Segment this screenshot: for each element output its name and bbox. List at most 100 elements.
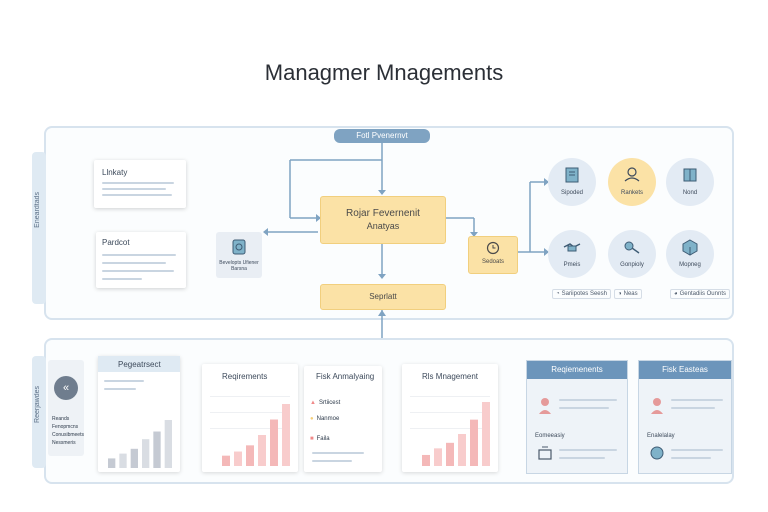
chart-bar <box>482 402 490 466</box>
blue-card-1[interactable]: Reqiemenents Eomeeasiy <box>526 360 628 474</box>
risk-item-3: ■Faila <box>310 436 330 442</box>
gridline <box>210 412 290 413</box>
nav-item: Nessmeris <box>52 440 76 446</box>
top-panel-header-pill[interactable]: Fotl Pvenernvt <box>334 129 430 143</box>
top-panel-sidebar: Eneardtads <box>32 152 46 304</box>
support-bar-label: Seprlatt <box>369 292 397 301</box>
chart-card-1[interactable]: Pegeatrsect <box>98 356 180 472</box>
cube-icon <box>682 239 698 256</box>
blue-card-2-title: Fisk Easteas <box>639 361 731 379</box>
risk-item-label: Faila <box>316 436 330 442</box>
chart-bar <box>258 435 266 466</box>
chart-bar <box>246 445 254 466</box>
book-icon <box>683 168 697 182</box>
circle-node-6[interactable]: Mopneg <box>666 230 714 278</box>
chart-bar <box>458 434 466 466</box>
risk-card-title: Fisk Anmalyaing <box>316 372 375 381</box>
mini-label-2: ◑Neas <box>614 289 642 299</box>
side-box-label: Sedoats <box>481 259 505 265</box>
text-line <box>559 457 605 459</box>
gridline <box>410 396 490 397</box>
back-chevron-icon[interactable]: « <box>54 376 78 400</box>
info-card-2[interactable]: Pardcot <box>96 232 186 288</box>
circle-node-3[interactable]: Nond <box>666 158 714 206</box>
blue-card-2-sub: Enalelalay <box>647 433 675 439</box>
circle-node-2[interactable]: Rankets <box>608 158 656 206</box>
text-line <box>671 399 723 401</box>
person-icon <box>651 398 663 414</box>
chart-bar <box>153 431 161 468</box>
info-card-1-title: Llnkaty <box>102 168 128 177</box>
gridline <box>210 428 290 429</box>
chart-1-svg <box>108 420 172 468</box>
text-line <box>559 407 609 409</box>
center-box-line2: Anatyas <box>366 221 400 231</box>
center-analysis-box[interactable]: Rojar Fevernenit Anatyas <box>320 196 446 244</box>
nav-item: Fenopmcns <box>52 424 79 430</box>
gridline <box>210 396 290 397</box>
hands-icon <box>624 167 640 182</box>
gridline <box>410 412 490 413</box>
text-line <box>312 452 364 454</box>
gauge-icon: ◑ <box>618 291 622 297</box>
side-status-box[interactable]: Sedoats <box>468 236 518 274</box>
text-line <box>312 460 352 462</box>
nav-card[interactable]: « Reands Fenopmcns Conusibmeets Nessmeri… <box>48 360 84 456</box>
mini-label-text: Sariipotes Seesh <box>561 291 607 297</box>
warning-icon: ▲ <box>310 400 316 406</box>
circle-label: Rankets <box>620 190 643 196</box>
text-line <box>102 182 174 184</box>
mini-label-text: Gentadiis Ounnts <box>679 291 726 297</box>
chart-bar <box>434 448 442 466</box>
chart-bar <box>142 439 150 468</box>
dot-icon: ● <box>310 416 314 422</box>
circle-node-4[interactable]: Pmeis <box>548 230 596 278</box>
shield-icon <box>650 446 664 460</box>
text-line <box>671 457 711 459</box>
support-bar[interactable]: Seprlatt <box>320 284 446 310</box>
handshake-icon <box>563 243 581 252</box>
circle-label: Mopneg <box>679 262 701 268</box>
mini-label-1: ◔Sariipotes Seesh <box>552 289 611 299</box>
clock-icon <box>486 241 500 255</box>
chart-1-title: Pegeatrsect <box>118 360 161 369</box>
chart-card-1-header <box>98 356 180 372</box>
circle-label: Sipoded <box>560 190 584 196</box>
tablet-icon <box>232 239 246 255</box>
circle-node-1[interactable]: Sipoded <box>548 158 596 206</box>
chart-card-2[interactable]: Reqirements <box>202 364 298 472</box>
info-card-2-title: Pardcot <box>102 238 130 247</box>
circle-node-5[interactable]: Gonpioly <box>608 230 656 278</box>
text-line <box>102 188 166 190</box>
risk-item-2: ●Nanmoe <box>310 416 339 422</box>
chart-bar <box>234 451 242 466</box>
gauge-icon: ◔ <box>556 291 560 297</box>
blue-card-1-title: Reqiemenents <box>527 361 627 379</box>
small-icon-box-label: Bevelopts Ufiener Barsna <box>219 260 259 272</box>
bottom-panel-side-label: Reerjawdes <box>34 386 41 423</box>
center-box-line1: Rojar Fevernenit <box>346 208 420 219</box>
chart-bar <box>119 453 127 468</box>
text-line <box>671 449 723 451</box>
text-line <box>102 262 166 264</box>
chart-2-title: Reqirements <box>222 372 268 381</box>
blue-card-2[interactable]: Fisk Easteas Enalelalay <box>638 360 732 474</box>
chart-bar <box>422 454 430 466</box>
chart-bar <box>222 455 230 466</box>
chart-card-4[interactable]: Rls Mnagement <box>402 364 498 472</box>
chart-bar <box>270 419 278 466</box>
circle-label: Gonpioly <box>620 262 644 268</box>
gridline <box>410 428 490 429</box>
text-line <box>671 407 715 409</box>
risk-card[interactable]: Fisk Anmalyaing ▲Srtiicest ●Nanmoe ■Fail… <box>304 366 382 472</box>
risk-item-label: Nanmoe <box>316 416 340 422</box>
small-icon-box[interactable]: Bevelopts Ufiener Barsna <box>216 232 262 278</box>
chart-bar <box>446 442 454 466</box>
chart-bar <box>282 404 290 466</box>
text-line <box>104 388 136 390</box>
info-card-1[interactable]: Llnkaty <box>94 160 186 208</box>
risk-item-label: Srtiicest <box>318 400 341 406</box>
text-line <box>559 449 617 451</box>
chart-bar <box>470 419 478 466</box>
text-line <box>102 270 174 272</box>
